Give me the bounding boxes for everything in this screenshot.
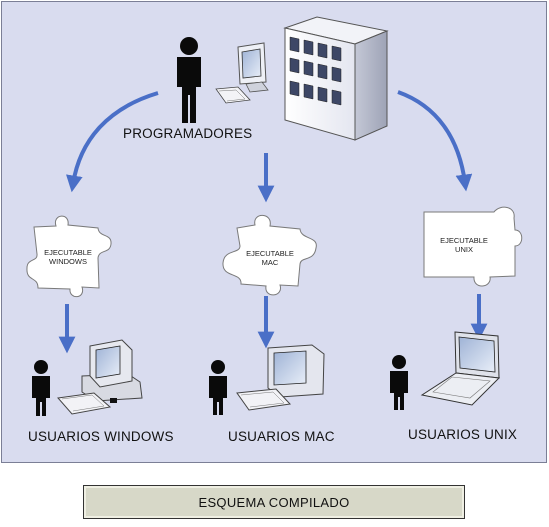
- piece-unix-label: EJECUTABLE UNIX: [436, 236, 492, 254]
- programmers-label: PROGRAMADORES: [123, 126, 253, 141]
- person-icon: [390, 355, 408, 410]
- building-icon: [283, 16, 389, 141]
- mac-computer-icon: [236, 344, 325, 411]
- person-icon: [32, 360, 50, 416]
- desktop-computer-icon: [215, 42, 269, 104]
- desktop-computer-icon: [57, 339, 143, 415]
- piece-mac-line1: EJECUTABLE: [246, 249, 294, 258]
- caption-text: ESQUEMA COMPILADO: [198, 494, 350, 510]
- puzzle-piece-icon: [423, 206, 523, 287]
- arrow-icon: [66, 91, 159, 193]
- person-icon: [177, 37, 201, 123]
- person-icon: [209, 360, 227, 415]
- users-windows-label: USUARIOS WINDOWS: [28, 429, 174, 444]
- puzzle-piece-icon: [222, 214, 317, 296]
- users-unix-label: USUARIOS UNIX: [408, 427, 518, 442]
- puzzle-piece-icon: [26, 215, 112, 298]
- piece-unix-line2: UNIX: [455, 245, 473, 254]
- piece-mac-label: EJECUTABLE MAC: [245, 249, 295, 267]
- laptop-icon: [420, 331, 501, 406]
- caption-box: ESQUEMA COMPILADO: [83, 485, 465, 519]
- piece-windows-line2: WINDOWS: [49, 257, 87, 266]
- piece-windows-label: EJECUTABLE WINDOWS: [40, 248, 96, 266]
- arrows: [58, 90, 488, 354]
- arrow-icon: [397, 90, 473, 192]
- piece-mac-line2: MAC: [261, 258, 279, 267]
- piece-windows-line1: EJECUTABLE: [44, 248, 92, 257]
- users-mac-label: USUARIOS MAC: [228, 429, 335, 444]
- piece-unix-line1: EJECUTABLE: [440, 236, 488, 245]
